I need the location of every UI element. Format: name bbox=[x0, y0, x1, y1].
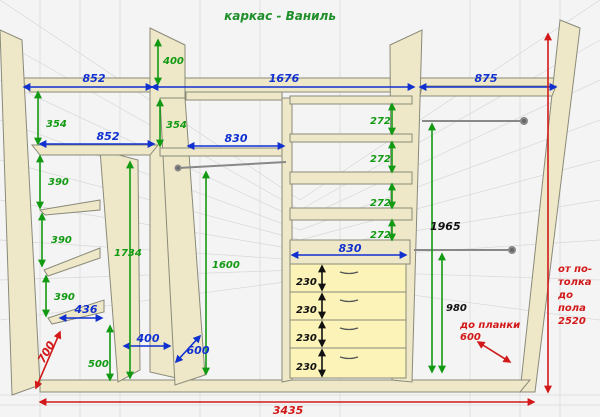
label-w-drawers: 830 bbox=[339, 242, 362, 255]
label-h-shelf-2: 390 bbox=[51, 235, 72, 246]
label-ceiling-5: 2520 bbox=[558, 316, 586, 327]
drawer-handle-2 bbox=[339, 299, 359, 303]
dimension-labels: каркас - Ваниль 852 1676 875 852 830 830… bbox=[35, 9, 592, 417]
shelf-right-3 bbox=[289, 171, 413, 185]
dimline-depth-left bbox=[34, 330, 62, 390]
divider-panel-front-left bbox=[99, 149, 141, 383]
label-h-rail-right: 1965 bbox=[430, 220, 461, 233]
label-to-rail-2: 600 bbox=[460, 332, 481, 343]
rail-right-low-end bbox=[508, 246, 516, 254]
label-ceiling-1: от по- bbox=[558, 264, 592, 275]
shelf-center-top bbox=[185, 91, 283, 101]
drawer-4 bbox=[289, 347, 407, 379]
shelf-left-1 bbox=[30, 144, 160, 156]
right-side-panel bbox=[519, 19, 581, 393]
rail-center-end bbox=[174, 164, 182, 172]
drawers bbox=[289, 263, 407, 379]
label-h-top-left: 354 bbox=[46, 119, 67, 130]
shelf-center-1 bbox=[159, 147, 283, 157]
label-w-top-left: 852 bbox=[83, 72, 106, 85]
dimline-to-rail bbox=[476, 341, 512, 363]
drawer-handle-4 bbox=[339, 356, 359, 360]
label-h-drawer-4: 230 bbox=[296, 362, 317, 373]
label-to-rail-1: до планки bbox=[459, 320, 520, 331]
label-h-rail-low: 980 bbox=[446, 303, 467, 314]
label-h-col-center: 1600 bbox=[212, 260, 240, 271]
drawer-handle-1 bbox=[339, 271, 359, 275]
label-w-shelf-center: 830 bbox=[225, 132, 248, 145]
shelf-right-2 bbox=[289, 133, 413, 143]
label-h-drawer-1: 230 bbox=[296, 277, 317, 288]
label-h-shelf-r3: 272 bbox=[370, 198, 391, 209]
label-h-shelf-1: 390 bbox=[48, 177, 69, 188]
shelf-left-3 bbox=[43, 247, 101, 277]
rail-right-top-end bbox=[520, 117, 528, 125]
shelf-left-2 bbox=[38, 199, 101, 216]
label-h-col-left: 1734 bbox=[114, 248, 142, 259]
label-w-bottom-left: 400 bbox=[136, 332, 160, 345]
label-w-shelf-left: 852 bbox=[97, 130, 120, 143]
label-h-shelf-3: 390 bbox=[54, 292, 75, 303]
label-w-top-center: 1676 bbox=[269, 72, 300, 85]
drawer-handle-3 bbox=[339, 327, 359, 331]
shelf-right-4 bbox=[289, 207, 413, 221]
label-d-bottom: 600 bbox=[187, 344, 210, 357]
label-w-total: 3435 bbox=[273, 404, 304, 417]
label-h-shelf-r4: 272 bbox=[370, 230, 391, 241]
drawer-1 bbox=[289, 263, 407, 293]
dimline-bottom-depth bbox=[174, 334, 202, 364]
label-h-top-mid: 354 bbox=[166, 120, 187, 131]
label-w-top-right: 875 bbox=[475, 72, 498, 85]
shelf-right-1 bbox=[289, 95, 413, 105]
rail-center bbox=[177, 161, 287, 169]
label-h-panel-top: 400 bbox=[162, 56, 184, 67]
label-w-shelf-small: 436 bbox=[74, 303, 98, 316]
dimension-lines bbox=[22, 32, 558, 406]
label-h-shelf-r1: 272 bbox=[370, 116, 391, 127]
label-ceiling-4: пола bbox=[558, 303, 586, 314]
label-ceiling-2: толка bbox=[558, 277, 592, 288]
label-h-shelf-r2: 272 bbox=[370, 154, 391, 165]
drawer-2 bbox=[289, 291, 407, 321]
label-h-drawer-3: 230 bbox=[296, 333, 317, 344]
label-h-drawer-2: 230 bbox=[296, 305, 317, 316]
drawer-3 bbox=[289, 319, 407, 349]
hanging-rails bbox=[174, 117, 528, 254]
diagram-title: каркас - Ваниль bbox=[224, 9, 336, 23]
label-h-bottom-left: 500 bbox=[88, 359, 109, 370]
label-ceiling-3: до bbox=[557, 290, 573, 301]
